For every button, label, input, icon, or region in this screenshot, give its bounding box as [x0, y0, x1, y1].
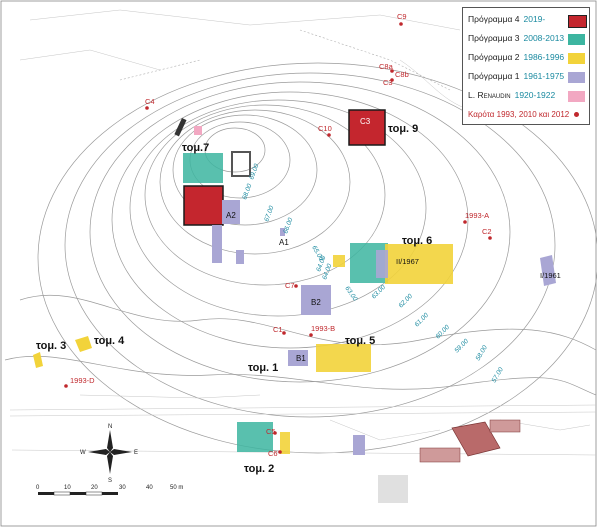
program4-area-t7 [183, 185, 224, 226]
sector-label-t1: τομ. 1 [248, 362, 278, 374]
sector-label-t7: τομ.7 [182, 142, 209, 154]
legend-core-dot-icon [574, 112, 579, 117]
sector-label-t3: τομ. 3 [36, 340, 66, 352]
contour-lines [4, 62, 597, 454]
sector-labels: τομ. 9 τομ.7 τομ. 6 τομ. 5 τομ. 4 τομ. 3… [36, 123, 432, 475]
core-label-c6: C6 [268, 449, 278, 458]
legend-years-program3: 2008-2013 [523, 32, 565, 43]
area-labels: C3 A2 A1 B2 B1 II/1967 I/1961 [226, 117, 561, 363]
compass-n: N [108, 424, 112, 430]
area-label-b2: B2 [311, 298, 321, 307]
program1-area-ii1967 [376, 250, 388, 278]
legend-years-renaudin: 1920-1922 [514, 89, 556, 100]
sector-label-t2: τομ. 2 [244, 463, 274, 475]
scale-tick-40: 40 [146, 485, 153, 491]
program2-area-t3 [33, 352, 43, 368]
program1-area-t2-east [353, 435, 365, 455]
area-label-ii1967: II/1967 [396, 257, 419, 266]
legend-years-program4: 2019- [523, 13, 546, 24]
core-label-c3-point: C3 [383, 78, 393, 87]
legend-swatch-renaudin [568, 91, 585, 102]
sector-label-t9: τομ. 9 [388, 123, 418, 135]
program2-area-t6-small [333, 255, 345, 267]
compass-e: E [134, 450, 138, 456]
legend-swatch-program4 [568, 15, 587, 28]
program3-area-t2 [237, 422, 273, 452]
area-label-i1961: I/1961 [540, 271, 561, 280]
legend-label-program2: Πρόγραμμα 2 [468, 51, 520, 62]
compass-w: W [80, 450, 86, 456]
core-label-1993a: 1993-A [465, 211, 489, 220]
program1-area-a1 [280, 228, 285, 236]
renaudin-area [194, 126, 202, 135]
core-label-c5: C5 [266, 427, 276, 436]
compass-rose: N S E W [80, 424, 138, 484]
core-label-c8a: C8a [379, 62, 394, 71]
legend-label-program4: Πρόγραμμα 4 [468, 13, 520, 24]
legend-label-program3: Πρόγραμμα 3 [468, 32, 520, 43]
program1-area-a2 [222, 200, 240, 224]
sector-label-t4: τομ. 4 [94, 335, 125, 347]
legend-years-program1: 1961-1975 [523, 70, 565, 81]
core-label-c8b: C8b [395, 70, 409, 79]
scale-tick-20: 20 [91, 485, 98, 491]
area-label-a1: A1 [279, 238, 289, 247]
program2-area-t5 [316, 344, 371, 372]
program2-area-t4 [75, 336, 92, 352]
core-label-c9: C9 [397, 12, 407, 21]
legend-label-cores: Καρότα 1993, 2010 και 2012 [468, 110, 570, 119]
program1-area-a2-small [236, 250, 244, 264]
scale-tick-30: 30 [119, 485, 126, 491]
legend-swatch-program1 [568, 72, 585, 83]
core-labels: C9 C8a C8b C3 C4 C10 1993-A C2 C7 C1 199… [70, 12, 492, 458]
program1-area-b1 [288, 350, 308, 366]
scale-bar: 0 10 20 30 40 50 m [36, 485, 183, 496]
core-label-c2: C2 [482, 227, 492, 236]
program1-area-b2 [301, 285, 331, 315]
scale-tick-0: 0 [36, 485, 40, 491]
core-label-c7: C7 [285, 281, 295, 290]
program1-area-a2-trench [212, 225, 222, 263]
legend-swatch-program3 [568, 34, 585, 45]
program1-area-i1961 [540, 255, 556, 286]
program3-area-t7 [183, 153, 223, 183]
scale-tick-10: 10 [64, 485, 71, 491]
area-label-c3: C3 [360, 117, 371, 126]
legend-years-program2: 1986-1996 [523, 51, 565, 62]
sector-label-t6: τομ. 6 [402, 235, 432, 247]
core-points [64, 22, 492, 454]
core-label-c4: C4 [145, 97, 155, 106]
legend-label-program1: Πρόγραμμα 1 [468, 70, 520, 81]
modern-structures [174, 117, 521, 503]
sector-label-t5: τομ. 5 [345, 335, 375, 347]
core-label-1993d: 1993-D [70, 376, 95, 385]
compass-s: S [108, 478, 112, 484]
core-label-c10: C10 [318, 124, 332, 133]
scale-tick-50: 50 m [170, 485, 183, 491]
core-paths [119, 29, 451, 91]
program2-area-t2 [280, 432, 290, 454]
legend-label-renaudin: L. Renaudin [468, 89, 511, 100]
program2-area-t6 [385, 244, 453, 284]
core-label-c1: C1 [273, 325, 283, 334]
program4-area-t9 [348, 109, 386, 146]
legend-swatch-program2 [568, 53, 585, 64]
core-label-1993b: 1993-B [311, 324, 335, 333]
area-label-a2: A2 [226, 211, 236, 220]
area-label-b1: B1 [296, 354, 306, 363]
